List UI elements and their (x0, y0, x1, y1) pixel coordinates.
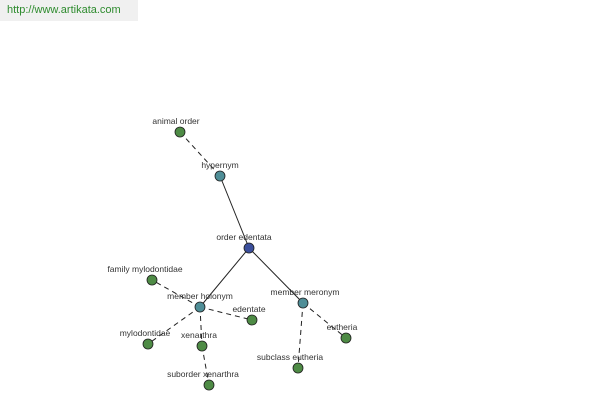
edge-order-edentata-to-member-holonym (199, 247, 250, 308)
node-dot-suborder-xenarthra[interactable] (203, 379, 215, 391)
node-hypernym[interactable]: hypernym (201, 160, 239, 182)
node-dot-animal-order[interactable] (174, 126, 186, 138)
edge-xenarthra-to-suborder-xenarthra (201, 345, 210, 386)
node-suborder-xenarthra[interactable]: suborder xenarthra (167, 369, 239, 391)
node-dot-member-holonym[interactable] (194, 301, 206, 313)
node-label-suborder-xenarthra: suborder xenarthra (167, 369, 239, 379)
node-dot-family-mylodontidae[interactable] (146, 274, 158, 286)
edge-member-holonym-to-family-mylodontidae (151, 279, 201, 308)
node-member-meronym[interactable]: member meronym (271, 287, 340, 309)
node-member-holonym[interactable]: member holonym (167, 291, 233, 313)
url-banner: http://www.artikata.com (0, 0, 138, 21)
node-dot-order-edentata[interactable] (243, 242, 255, 254)
node-dot-edentate[interactable] (246, 314, 258, 326)
edge-order-edentata-to-member-meronym (248, 247, 304, 304)
edge-animal-order-to-hypernym (179, 131, 221, 177)
node-dot-member-meronym[interactable] (297, 297, 309, 309)
node-label-order-edentata: order edentata (216, 232, 272, 242)
node-edentate[interactable]: edentate (232, 304, 266, 326)
node-dot-eutheria[interactable] (340, 332, 352, 344)
node-label-family-mylodontidae: family mylodontidae (107, 264, 182, 274)
node-family-mylodontidae[interactable]: family mylodontidae (107, 264, 183, 286)
node-label-subclass-eutheria: subclass eutheria (257, 352, 323, 362)
node-label-mylodontidae: mylodontidae (120, 328, 171, 338)
node-animal-order[interactable]: animal order (152, 116, 200, 138)
node-dot-mylodontidae[interactable] (142, 338, 154, 350)
node-mylodontidae[interactable]: mylodontidae (120, 328, 171, 350)
node-label-hypernym: hypernym (201, 160, 238, 170)
graph-nodes: animal order hypernym order edentata family… (107, 116, 358, 391)
url-link[interactable]: http://www.artikata.com (7, 4, 121, 16)
node-label-xenarthra: xenarthra (181, 330, 217, 340)
edge-member-meronym-to-subclass-eutheria (297, 302, 304, 369)
node-label-member-meronym: member meronym (271, 287, 340, 297)
node-label-edentate: edentate (232, 304, 265, 314)
node-dot-xenarthra[interactable] (196, 340, 208, 352)
graph-edges (147, 131, 347, 386)
node-order-edentata[interactable]: order edentata (216, 232, 272, 254)
node-xenarthra[interactable]: xenarthra (181, 330, 217, 352)
node-label-eutheria: eutheria (327, 322, 358, 332)
edge-member-holonym-to-mylodontidae (147, 306, 201, 345)
node-dot-hypernym[interactable] (214, 170, 226, 182)
node-subclass-eutheria[interactable]: subclass eutheria (257, 352, 323, 374)
edge-hypernym-to-order-edentata (219, 175, 250, 249)
node-label-animal-order: animal order (152, 116, 199, 126)
node-label-member-holonym: member holonym (167, 291, 233, 301)
edge-member-meronym-to-eutheria (302, 302, 347, 339)
node-dot-subclass-eutheria[interactable] (292, 362, 304, 374)
node-eutheria[interactable]: eutheria (327, 322, 358, 344)
edge-member-holonym-to-xenarthra (199, 306, 203, 347)
